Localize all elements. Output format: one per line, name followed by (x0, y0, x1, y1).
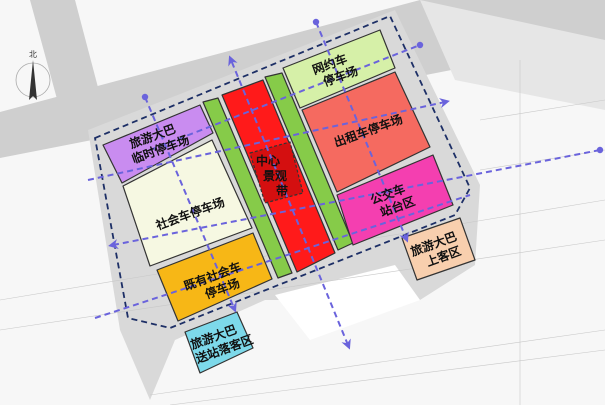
flow-line (149, 41, 424, 151)
north-label: 北 (29, 50, 37, 59)
flow-line (94, 194, 471, 319)
label-landscape-1: 中心 (256, 153, 280, 168)
flow-line (108, 146, 604, 249)
label-landscape-3: 带 (276, 183, 288, 198)
north-arrow-icon (29, 60, 37, 100)
north-compass: 北 (15, 50, 51, 100)
label-landscape-2: 景观 (263, 169, 287, 183)
flow-lines (87, 18, 604, 350)
